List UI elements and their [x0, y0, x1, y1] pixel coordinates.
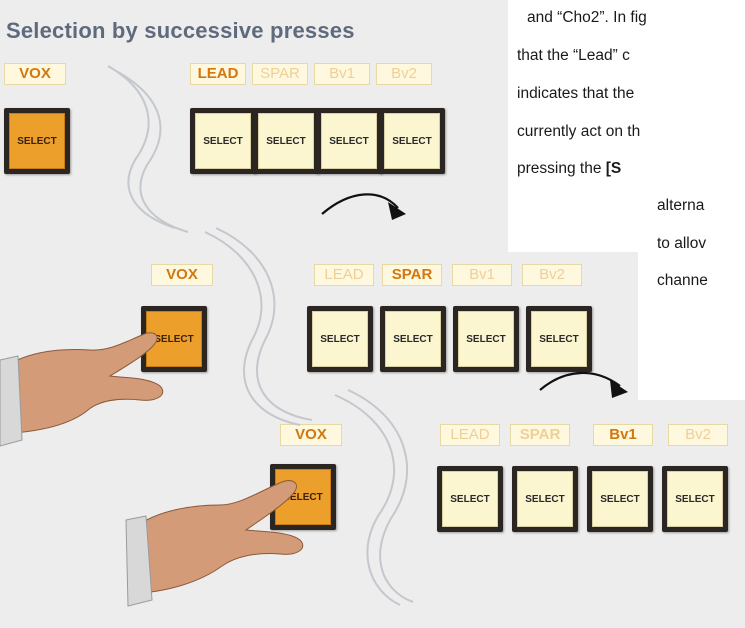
- channel-label-lead-row1: LEAD: [190, 63, 246, 85]
- body-text-line: to allov: [657, 235, 707, 252]
- button-label: SELECT: [312, 311, 368, 367]
- figure-title: Selection by successive presses: [6, 18, 355, 43]
- button-label: SELECT: [195, 113, 251, 169]
- vox-select-button-row2[interactable]: SELECT: [141, 306, 207, 372]
- vox-label-row2: VOX: [151, 264, 213, 286]
- button-label: SELECT: [531, 311, 587, 367]
- vox-select-button-row1[interactable]: SELECT: [4, 108, 70, 174]
- bv1-select-button-row1[interactable]: SELECT: [316, 108, 382, 174]
- button-label: SELECT: [458, 311, 514, 367]
- vox-label-row1: VOX: [4, 63, 66, 85]
- button-label: SELECT: [258, 113, 314, 169]
- lead-select-button-row2[interactable]: SELECT: [307, 306, 373, 372]
- body-text-line: that the “Lead” c: [517, 47, 630, 64]
- button-label: SELECT: [275, 469, 331, 525]
- channel-label-bv2-row1: Bv2: [376, 63, 432, 85]
- body-text-fragment: [S: [605, 160, 622, 177]
- bv2-select-button-row3[interactable]: SELECT: [662, 466, 728, 532]
- button-label: SELECT: [667, 471, 723, 527]
- bv2-select-button-row1[interactable]: SELECT: [379, 108, 445, 174]
- bv1-select-button-row2[interactable]: SELECT: [453, 306, 519, 372]
- body-text-line: alterna: [657, 197, 705, 214]
- channel-label-spar-row2: SPAR: [382, 264, 442, 286]
- lead-select-button-row1[interactable]: SELECT: [190, 108, 256, 174]
- spar-select-button-row2[interactable]: SELECT: [380, 306, 446, 372]
- vox-select-button-row3[interactable]: SELECT: [270, 464, 336, 530]
- body-text-line: indicates that the: [517, 85, 635, 102]
- body-text-fragment: pressing the: [517, 160, 606, 177]
- channel-label-bv1-row1: Bv1: [314, 63, 370, 85]
- button-label: SELECT: [384, 113, 440, 169]
- channel-label-lead-row2: LEAD: [314, 264, 374, 286]
- vox-label-row3: VOX: [280, 424, 342, 446]
- button-label: SELECT: [592, 471, 648, 527]
- spar-select-button-row1[interactable]: SELECT: [253, 108, 319, 174]
- body-text-line: channe: [657, 272, 708, 289]
- body-text-line: pressing the [S: [517, 156, 621, 182]
- channel-label-spar-row3: SPAR: [510, 424, 570, 446]
- body-text-line: and “Cho2”. In fig: [527, 9, 647, 26]
- channel-label-bv1-row2: Bv1: [452, 264, 512, 286]
- button-label: SELECT: [9, 113, 65, 169]
- channel-label-bv2-row3: Bv2: [668, 424, 728, 446]
- lead-select-button-row3[interactable]: SELECT: [437, 466, 503, 532]
- channel-label-bv1-row3: Bv1: [593, 424, 653, 446]
- button-label: SELECT: [442, 471, 498, 527]
- button-label: SELECT: [146, 311, 202, 367]
- channel-label-bv2-row2: Bv2: [522, 264, 582, 286]
- bv2-select-button-row2[interactable]: SELECT: [526, 306, 592, 372]
- bv1-select-button-row3[interactable]: SELECT: [587, 466, 653, 532]
- channel-label-lead-row3: LEAD: [440, 424, 500, 446]
- button-label: SELECT: [517, 471, 573, 527]
- spar-select-button-row3[interactable]: SELECT: [512, 466, 578, 532]
- body-text-line: currently act on th: [517, 123, 641, 140]
- channel-label-spar-row1: SPAR: [252, 63, 308, 85]
- button-label: SELECT: [385, 311, 441, 367]
- button-label: SELECT: [321, 113, 377, 169]
